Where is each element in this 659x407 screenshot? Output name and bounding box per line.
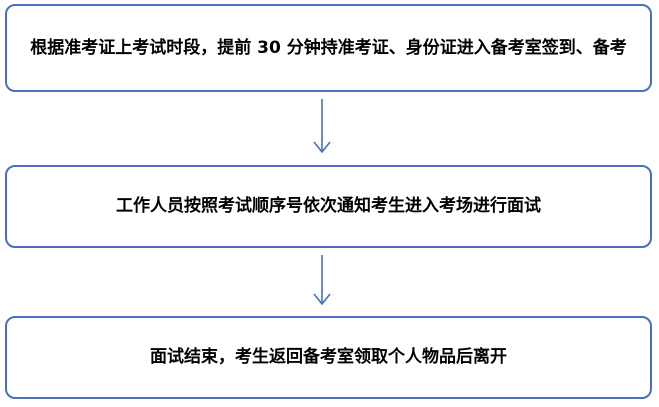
flow-step-1: 根据准考证上考试时段，提前 30 分钟持准考证、身份证进入备考室签到、备考 xyxy=(5,4,652,92)
flow-step-1-text: 根据准考证上考试时段，提前 30 分钟持准考证、身份证进入备考室签到、备考 xyxy=(30,37,627,58)
flow-step-3-text: 面试结束，考生返回备考室领取个人物品后离开 xyxy=(150,347,507,367)
flow-arrow-2 xyxy=(313,255,331,306)
flow-step-2-text: 工作人员按照考试顺序号依次通知考生进入考场进行面试 xyxy=(116,196,541,216)
flow-arrow-1 xyxy=(313,99,331,154)
flow-step-2: 工作人员按照考试顺序号依次通知考生进入考场进行面试 xyxy=(5,165,652,248)
flow-step-3: 面试结束，考生返回备考室领取个人物品后离开 xyxy=(5,316,652,399)
